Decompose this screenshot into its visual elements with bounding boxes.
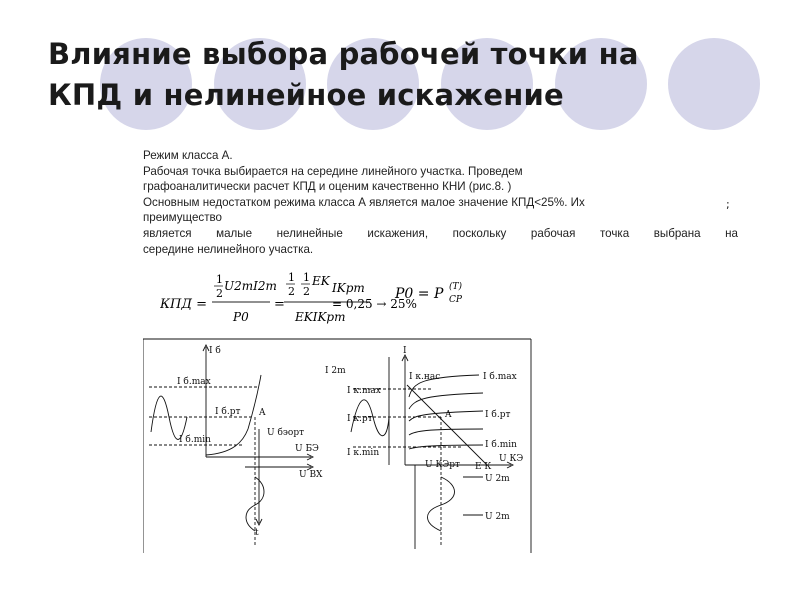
- efficiency-formula: КПД = 1 2 U2mI2m P0 = 1 2 1 2 EK IKpm EK…: [160, 271, 463, 324]
- body-line-4: Основным недостатком режима класса А явл…: [143, 195, 585, 209]
- label-ib-axis: I б: [209, 345, 221, 356]
- formula-half-den-3: 2: [303, 285, 310, 298]
- label-ik-rt: I к.рт: [347, 414, 373, 424]
- formula-u2m-i2m: U2mI2m: [224, 279, 277, 293]
- left-time-arrow: [255, 518, 263, 527]
- formula-eq: =: [274, 297, 285, 312]
- label-u-be: U БЭ: [295, 444, 319, 454]
- left-output-sine: [245, 476, 265, 532]
- label-a-left: A: [258, 408, 266, 418]
- formula-lhs: КПД =: [160, 297, 207, 312]
- transistor-characteristics-figure: I б I б.max I б.рт I б.min A U бэорт U Б…: [143, 338, 532, 553]
- title-line-2: КПД и нелинейное искажение: [48, 78, 564, 112]
- right-curve-upper: [408, 392, 484, 410]
- label-ik-max: I к.max: [347, 386, 381, 396]
- body-line-7: середине нелинейного участка.: [143, 242, 314, 256]
- body-line-6: является малые нелинейные искажения, пос…: [143, 226, 738, 240]
- formula-ek: EK: [311, 274, 331, 288]
- formula-half-den-2: 2: [288, 285, 295, 298]
- body-line-3: графоаналитически расчет КПД и оценим ка…: [143, 180, 512, 194]
- stray-semicolon: ;: [726, 198, 730, 211]
- label-ib-rt: I б.рт: [215, 406, 240, 417]
- right-curve-ibmax: [408, 374, 480, 398]
- label-ib-max-right: I б.max: [483, 371, 517, 382]
- label-u2m: U 2m: [485, 474, 510, 484]
- label-ek: E К: [475, 462, 491, 472]
- formula-result: = 0,25 → 25%: [332, 297, 417, 311]
- label-u-vx: U ВХ: [299, 470, 323, 480]
- formula-half-num-3: 1: [303, 271, 310, 284]
- formula-half-num: 1: [216, 273, 223, 286]
- right-ik-sine: [350, 399, 390, 437]
- right-curve-ibmin: [408, 444, 484, 450]
- formula-half-num-2: 1: [288, 271, 295, 284]
- label-ik-min: I к.min: [347, 448, 379, 458]
- formula-cp-sub: CP: [449, 295, 463, 305]
- title-line-1: Влияние выбора рабочей точки на: [48, 37, 639, 71]
- formula-t-sup: (T): [449, 281, 463, 292]
- right-curve-lower: [408, 428, 484, 436]
- formula-p0-eq: P0 = P: [394, 286, 444, 302]
- decor-circle-4: [441, 38, 533, 130]
- right-output-sine: [427, 476, 455, 532]
- decor-circle-5: [555, 38, 647, 130]
- left-ib-axis-arrow: [202, 343, 210, 352]
- left-uvx-arrow: [306, 463, 315, 471]
- label-ib-min: I б.min: [179, 434, 211, 445]
- right-uke-axis-arrow: [506, 461, 515, 469]
- label-ik-nas: I к.нас: [409, 372, 440, 382]
- decor-circle-6: [668, 38, 760, 130]
- left-input-curve: [205, 374, 262, 456]
- body-line-1: Режим класса А.: [143, 149, 233, 162]
- label-t: t: [255, 528, 259, 538]
- decor-circle-3: [327, 38, 419, 130]
- label-u-beort: U бэорт: [267, 427, 304, 438]
- decor-circle-1: [100, 38, 192, 130]
- label-u2m-b: U 2m: [485, 512, 510, 522]
- left-ube-axis-arrow: [306, 453, 315, 461]
- label-ib-rt-right: I б.рт: [485, 409, 510, 420]
- formula-half-den: 2: [216, 287, 223, 300]
- label-ib-max: I б.max: [177, 376, 211, 387]
- label-u-ke: U КЭ: [499, 454, 523, 464]
- left-input-sine: [150, 395, 188, 440]
- body-text: Режим класса А. Рабочая точка выбирается…: [143, 148, 738, 257]
- decor-circle-2: [214, 38, 306, 130]
- right-ik-axis-arrow: [401, 353, 409, 362]
- formula-p0: P0: [232, 310, 249, 324]
- right-curve-ibrt: [408, 410, 484, 422]
- label-u-kert: U КЭрт: [425, 460, 460, 470]
- slide-title: Влияние выбора рабочей точки на КПД и не…: [48, 34, 768, 116]
- label-ib-min-right: I б.min: [485, 439, 517, 450]
- right-load-line: [406, 384, 488, 466]
- formula-ikpm: IKpm: [331, 281, 365, 295]
- label-i-axis: I: [403, 346, 407, 356]
- label-i2m: I 2m: [325, 366, 346, 376]
- formula-ekikpm: EKIKpm: [294, 310, 346, 324]
- body-line-5: преимущество: [143, 211, 222, 225]
- body-line-2: Рабочая точка выбирается на середине лин…: [143, 164, 523, 178]
- label-a-right: A: [444, 410, 452, 420]
